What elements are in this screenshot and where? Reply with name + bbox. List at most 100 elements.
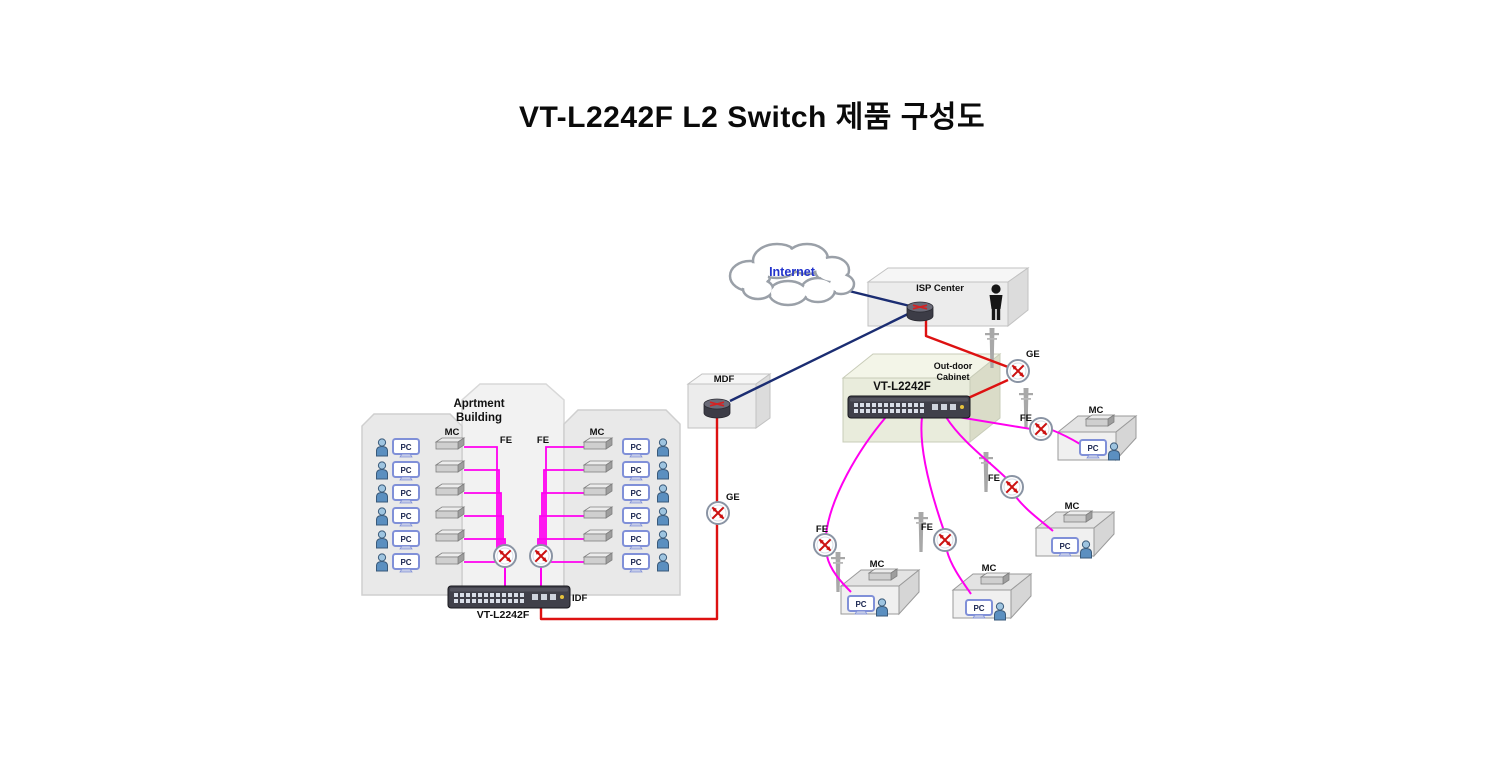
- mc-box-icon: [583, 552, 613, 565]
- pc-label: PC: [1087, 444, 1098, 453]
- fe-label: FE: [921, 522, 933, 533]
- fe-link: [1051, 429, 1081, 445]
- switch-device-idf: [447, 585, 571, 609]
- pc-label: PC: [630, 558, 641, 567]
- pc-label: PC: [400, 535, 411, 544]
- media-converter-icon: [706, 501, 730, 525]
- isp-front: [867, 281, 1009, 327]
- outdoor-switch-model-label: VT-L2242F: [873, 381, 931, 393]
- apartment-label: Building: [456, 412, 502, 424]
- fe-link: [825, 416, 887, 536]
- mc-label: MC: [1089, 405, 1104, 416]
- mc-box-icon: [583, 529, 613, 542]
- mc-label: MC: [982, 563, 997, 574]
- switch-device-outdoor: [847, 395, 971, 419]
- page-title: VT-L2242F L2 Switch 제품 구성도: [519, 101, 985, 134]
- pc-label: PC: [855, 600, 866, 609]
- person-icon: [657, 553, 669, 572]
- fe-link: [541, 492, 584, 548]
- fe-link: [945, 416, 1008, 480]
- structures: [361, 267, 1136, 618]
- media-converter-icon: [1029, 417, 1053, 441]
- pc-label: PC: [400, 558, 411, 567]
- fe-link: [957, 416, 1032, 430]
- fe-link: [826, 555, 852, 593]
- fe-link: [539, 515, 584, 548]
- mdf-label: MDF: [714, 374, 735, 385]
- ge-link-isp-cabinet-b: [965, 378, 1009, 401]
- person-icon: [376, 438, 388, 457]
- pc-label: PC: [630, 443, 641, 452]
- devices: [376, 242, 1120, 621]
- fe-link: [464, 515, 504, 548]
- mc-box-icon: [583, 483, 613, 496]
- media-converter-icon: [529, 544, 553, 568]
- mc-box-icon: [435, 483, 465, 496]
- person-icon: [1080, 540, 1092, 559]
- pc-label: PC: [400, 466, 411, 475]
- mc-box-icon: [583, 460, 613, 473]
- pc-label: PC: [630, 466, 641, 475]
- media-converter-icon: [1000, 475, 1024, 499]
- mc-label: MC: [445, 427, 460, 438]
- router-icon: [703, 398, 731, 419]
- fe-link: [1015, 496, 1054, 532]
- person-icon: [876, 598, 888, 617]
- outdoor-cabinet-label: Out-door: [934, 361, 973, 371]
- media-converter-icon: [1006, 359, 1030, 383]
- person-icon: [657, 484, 669, 503]
- person-icon: [657, 438, 669, 457]
- internet-cloud: [728, 242, 856, 307]
- media-converter-icon: [813, 533, 837, 557]
- internet-label: Internet: [769, 265, 816, 279]
- fe-link: [946, 550, 972, 595]
- ge-label: GE: [1026, 349, 1040, 360]
- pc-label: PC: [630, 489, 641, 498]
- mc-box-icon: [435, 437, 465, 450]
- person-icon: [376, 553, 388, 572]
- fe-label: FE: [500, 435, 512, 446]
- mc-box-icon: [435, 529, 465, 542]
- media-converter-icon: [933, 528, 957, 552]
- mc-box-icon: [583, 506, 613, 519]
- media-converter-icon: [493, 544, 517, 568]
- pc-label: PC: [400, 512, 411, 521]
- idf-switch-model-label: VT-L2242F: [477, 609, 530, 621]
- fe-label: FE: [988, 473, 1000, 484]
- person-icon: [376, 484, 388, 503]
- pc-label: PC: [400, 443, 411, 452]
- apartment-label: Aprtment: [453, 398, 504, 410]
- fe-label: FE: [1020, 413, 1032, 424]
- isp-roof: [866, 267, 1030, 283]
- fe-link: [464, 446, 498, 548]
- pc-label: PC: [973, 604, 984, 613]
- fe-label: FE: [537, 435, 549, 446]
- fe-link: [464, 492, 502, 548]
- mc-box-icon: [583, 437, 613, 450]
- person-icon: [657, 530, 669, 549]
- idf-label: IDF: [572, 593, 588, 604]
- pc-label: PC: [630, 512, 641, 521]
- utility-pole: [979, 452, 993, 492]
- pc-label: PC: [1059, 542, 1070, 551]
- person-icon: [376, 530, 388, 549]
- wan-link-isp-mdf: [729, 311, 911, 403]
- person-icon: [994, 602, 1006, 621]
- isp-building: [866, 267, 1030, 328]
- person-icon: [376, 461, 388, 480]
- pc-label: PC: [630, 535, 641, 544]
- fe-link: [464, 469, 500, 548]
- person-icon: [657, 461, 669, 480]
- person-icon: [1108, 442, 1120, 461]
- mc-box-icon: [435, 460, 465, 473]
- person-icon: [376, 507, 388, 526]
- wan-link-cloud-isp: [844, 288, 911, 308]
- mc-label: MC: [870, 559, 885, 570]
- labels: VT-L2242F L2 Switch 제품 구성도 Internet ISP …: [400, 101, 1103, 621]
- outdoor-cabinet-label: Cabinet: [936, 372, 969, 382]
- mc-box-icon: [435, 506, 465, 519]
- fe-label: FE: [816, 524, 828, 535]
- ge-label: GE: [726, 492, 740, 503]
- isp-center-label: ISP Center: [916, 283, 964, 294]
